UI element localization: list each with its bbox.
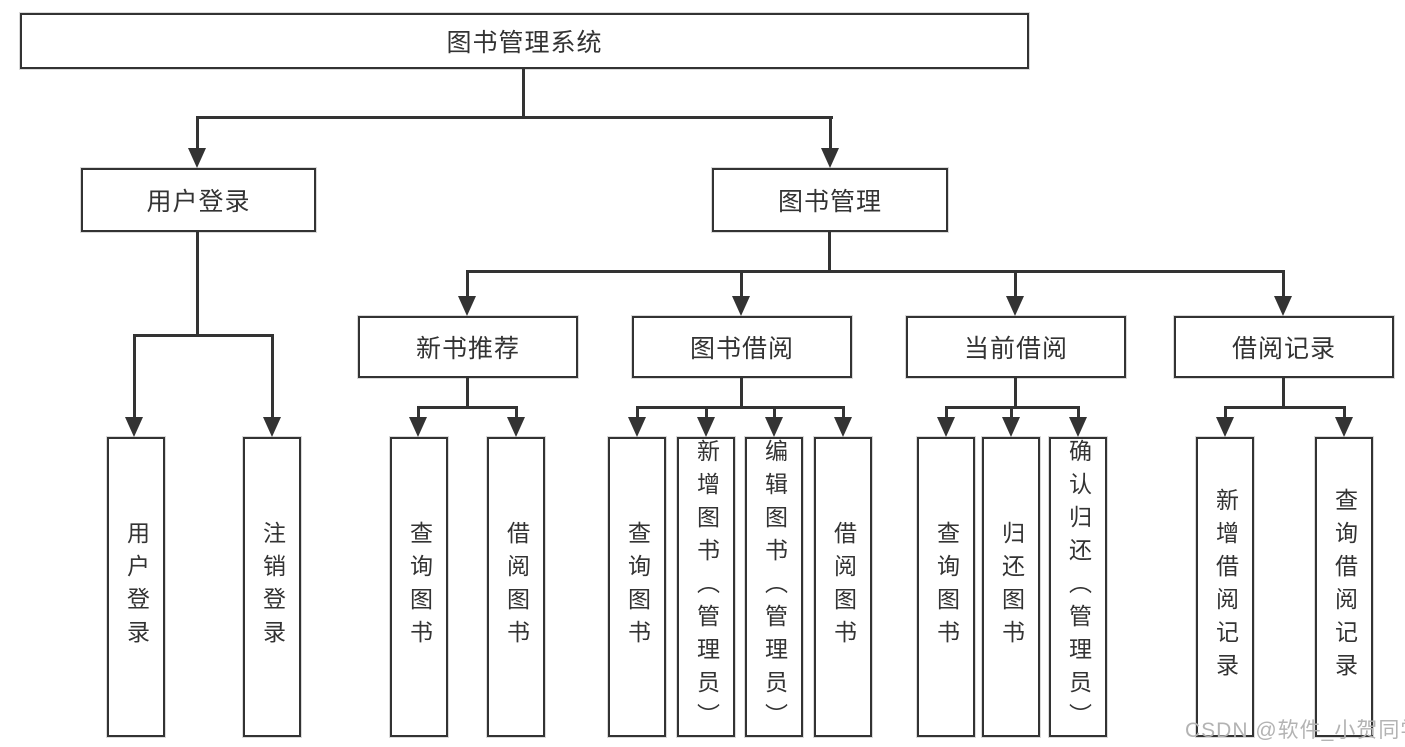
connector-line bbox=[705, 406, 708, 418]
connector-arrowhead bbox=[732, 296, 750, 316]
leaf-label: 查询图书 bbox=[406, 521, 433, 653]
node-label: 当前借阅 bbox=[963, 335, 1068, 363]
connector-arrowhead bbox=[507, 417, 525, 437]
connector-arrowhead bbox=[1216, 417, 1234, 437]
node-borrow-records: 借阅记录 bbox=[1174, 316, 1394, 378]
connector-line bbox=[466, 270, 1285, 273]
connector-line bbox=[1014, 378, 1017, 409]
node-label: 图书借阅 bbox=[689, 335, 794, 363]
leaf-label: 新增图书（管理员） bbox=[693, 438, 720, 736]
node-label: 用户登录 bbox=[146, 188, 251, 216]
leaf-label: 确认归还（管理员） bbox=[1065, 438, 1092, 736]
connector-line bbox=[515, 406, 518, 418]
connector-arrowhead bbox=[125, 417, 143, 437]
connector-line bbox=[773, 406, 776, 418]
connector-line bbox=[133, 334, 274, 337]
node-book-management: 图书管理 bbox=[712, 168, 948, 232]
node-label: 图书管理系统 bbox=[446, 29, 603, 57]
node-user-login: 用户登录 bbox=[81, 168, 316, 232]
leaf-add-borrow-record: 新增借阅记录 bbox=[1196, 437, 1254, 737]
leaf-label: 归还图书 bbox=[998, 521, 1025, 653]
connector-arrowhead bbox=[834, 417, 852, 437]
leaf-return-books: 归还图书 bbox=[982, 437, 1040, 737]
connector-line bbox=[1282, 270, 1285, 297]
node-new-book-recommend: 新书推荐 bbox=[358, 316, 578, 378]
leaf-query-books: 查询图书 bbox=[608, 437, 666, 737]
leaf-user-login: 用户登录 bbox=[107, 437, 165, 737]
connector-arrowhead bbox=[697, 417, 715, 437]
connector-arrowhead bbox=[409, 417, 427, 437]
connector-arrowhead bbox=[765, 417, 783, 437]
connector-line bbox=[945, 406, 948, 418]
leaf-logout: 注销登录 bbox=[243, 437, 301, 737]
node-label: 借阅记录 bbox=[1231, 335, 1336, 363]
leaf-label: 新增借阅记录 bbox=[1212, 488, 1239, 686]
connector-line bbox=[417, 406, 518, 409]
leaf-query-books: 查询图书 bbox=[917, 437, 975, 737]
connector-arrowhead bbox=[1006, 296, 1024, 316]
connector-line bbox=[271, 334, 274, 418]
node-label: 图书管理 bbox=[777, 188, 882, 216]
connector-line bbox=[522, 69, 525, 118]
connector-arrowhead bbox=[1069, 417, 1087, 437]
connector-arrowhead bbox=[263, 417, 281, 437]
node-current-borrowing: 当前借阅 bbox=[906, 316, 1126, 378]
connector-line bbox=[1077, 406, 1080, 418]
connector-line bbox=[828, 232, 831, 273]
leaf-label: 查询图书 bbox=[933, 521, 960, 653]
leaf-add-books-admin: 新增图书（管理员） bbox=[677, 437, 735, 737]
leaf-label: 查询图书 bbox=[624, 521, 651, 653]
leaf-label: 查询借阅记录 bbox=[1331, 488, 1358, 686]
connector-line bbox=[417, 406, 420, 418]
connector-arrowhead bbox=[1002, 417, 1020, 437]
connector-line bbox=[636, 406, 639, 418]
connector-arrowhead bbox=[937, 417, 955, 437]
connector-line bbox=[740, 270, 743, 297]
connector-line bbox=[466, 270, 469, 297]
connector-arrowhead bbox=[821, 148, 839, 168]
connector-line bbox=[466, 378, 469, 409]
leaf-edit-books-admin: 编辑图书（管理员） bbox=[745, 437, 803, 737]
connector-line bbox=[1014, 270, 1017, 297]
connector-line bbox=[196, 232, 199, 336]
leaf-query-books: 查询图书 bbox=[390, 437, 448, 737]
connector-line bbox=[1282, 378, 1285, 409]
leaf-label: 借阅图书 bbox=[503, 521, 530, 653]
leaf-label: 用户登录 bbox=[123, 521, 150, 653]
leaf-label: 编辑图书（管理员） bbox=[761, 438, 788, 736]
connector-line bbox=[740, 378, 743, 409]
leaf-label: 注销登录 bbox=[259, 521, 286, 653]
node-library-system: 图书管理系统 bbox=[20, 13, 1029, 69]
connector-line bbox=[1010, 406, 1013, 418]
leaf-query-borrow-record: 查询借阅记录 bbox=[1315, 437, 1373, 737]
connector-line bbox=[133, 334, 136, 418]
node-book-borrowing: 图书借阅 bbox=[632, 316, 852, 378]
connector-arrowhead bbox=[1335, 417, 1353, 437]
connector-arrowhead bbox=[188, 148, 206, 168]
connector-line bbox=[842, 406, 845, 418]
connector-line bbox=[1224, 406, 1227, 418]
leaf-confirm-return-admin: 确认归还（管理员） bbox=[1049, 437, 1107, 737]
leaf-borrow-books: 借阅图书 bbox=[487, 437, 545, 737]
connector-line bbox=[1343, 406, 1346, 418]
leaf-borrow-books: 借阅图书 bbox=[814, 437, 872, 737]
connector-line bbox=[1224, 406, 1345, 409]
leaf-label: 借阅图书 bbox=[830, 521, 857, 653]
node-label: 新书推荐 bbox=[415, 335, 520, 363]
connector-line bbox=[196, 116, 199, 150]
connector-line bbox=[196, 116, 833, 119]
csdn-watermark: CSDN @软件_小贺同学 bbox=[1185, 719, 1405, 742]
connector-arrowhead bbox=[458, 296, 476, 316]
connector-line bbox=[829, 116, 832, 150]
connector-line bbox=[636, 406, 844, 409]
connector-arrowhead bbox=[1274, 296, 1292, 316]
connector-arrowhead bbox=[628, 417, 646, 437]
